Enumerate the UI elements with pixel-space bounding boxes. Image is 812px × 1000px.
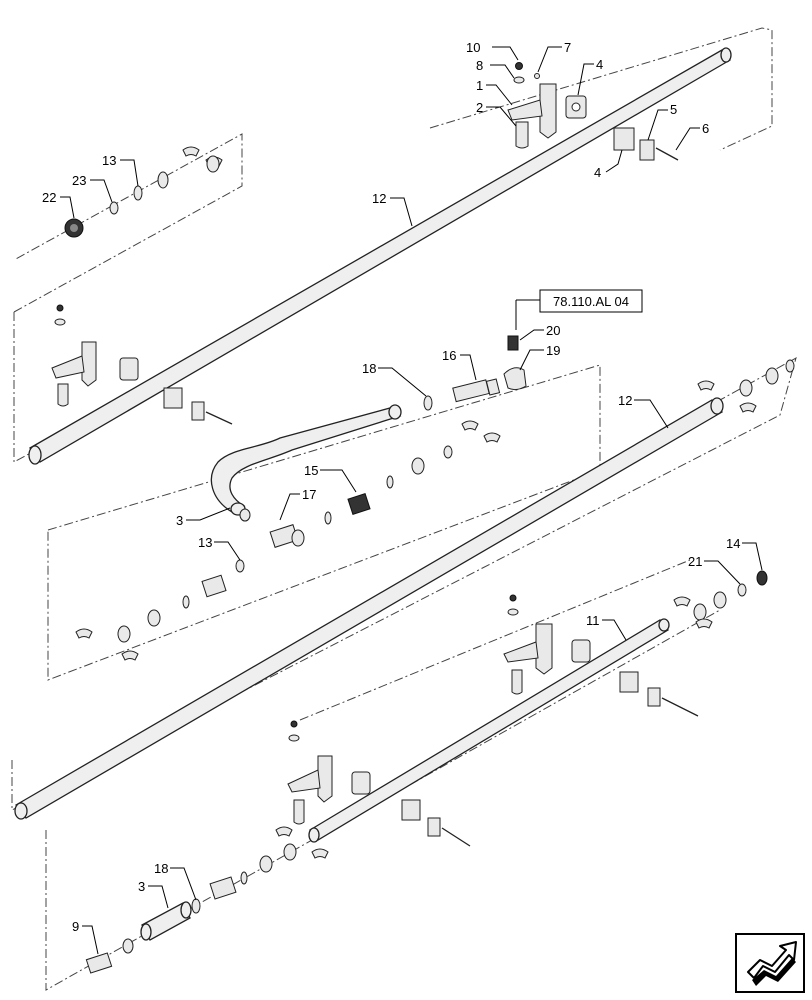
callout-6: 6 [702,121,709,136]
callout-12: 12 [372,191,386,206]
callout-5: 5 [670,102,677,117]
callout-15: 15 [304,463,318,478]
middle-fittings [423,335,527,411]
callout-8: 8 [476,58,483,73]
callout-labels: 10 7 8 4 1 2 5 6 4 13 23 22 12 20 19 16 … [42,40,740,934]
callout-9: 9 [72,919,79,934]
callout-4: 4 [594,165,601,180]
hose-3 [210,404,402,516]
pipe-12-upper [28,47,732,465]
bottom-clamp-row [85,826,329,974]
callout-19: 19 [546,343,560,358]
callout-2: 2 [476,100,483,115]
callout-18: 18 [154,861,168,876]
callout-4: 4 [596,57,603,72]
callout-13: 13 [198,535,212,550]
callout-14: 14 [726,536,740,551]
lower-right-bracket [503,594,699,717]
hose-3-straight [140,901,192,941]
reference-box[interactable]: 78.110.AL 04 [515,289,643,330]
next-page-arrow-icon[interactable] [735,933,805,993]
callout-1: 1 [476,78,483,93]
callout-18: 18 [362,361,376,376]
pipe-11 [308,618,670,843]
callout-3: 3 [138,879,145,894]
callout-23: 23 [72,173,86,188]
left-upper-bracket [51,304,233,425]
right-clamp-row [697,359,795,413]
callout-13: 13 [102,153,116,168]
callout-17: 17 [302,487,316,502]
callout-11: 11 [586,613,600,628]
lower-middle-bracket [287,720,471,847]
lower-right-fittings [673,570,768,629]
pipe-12-lower [14,397,724,820]
top-bracket-assembly [507,62,679,161]
callout-10: 10 [466,40,480,55]
callout-leaders [60,46,763,955]
callout-20: 20 [546,323,560,338]
middle-clamp-row [75,420,501,661]
callout-21: 21 [688,554,702,569]
callout-7: 7 [564,40,571,55]
callout-22: 22 [42,190,56,205]
assembly-boundaries [11,27,797,991]
callout-16: 16 [442,348,456,363]
callout-12: 12 [618,393,632,408]
callout-3: 3 [176,513,183,528]
reference-box-label: 78.110.AL 04 [553,294,629,309]
upper-left-fittings [64,146,223,238]
